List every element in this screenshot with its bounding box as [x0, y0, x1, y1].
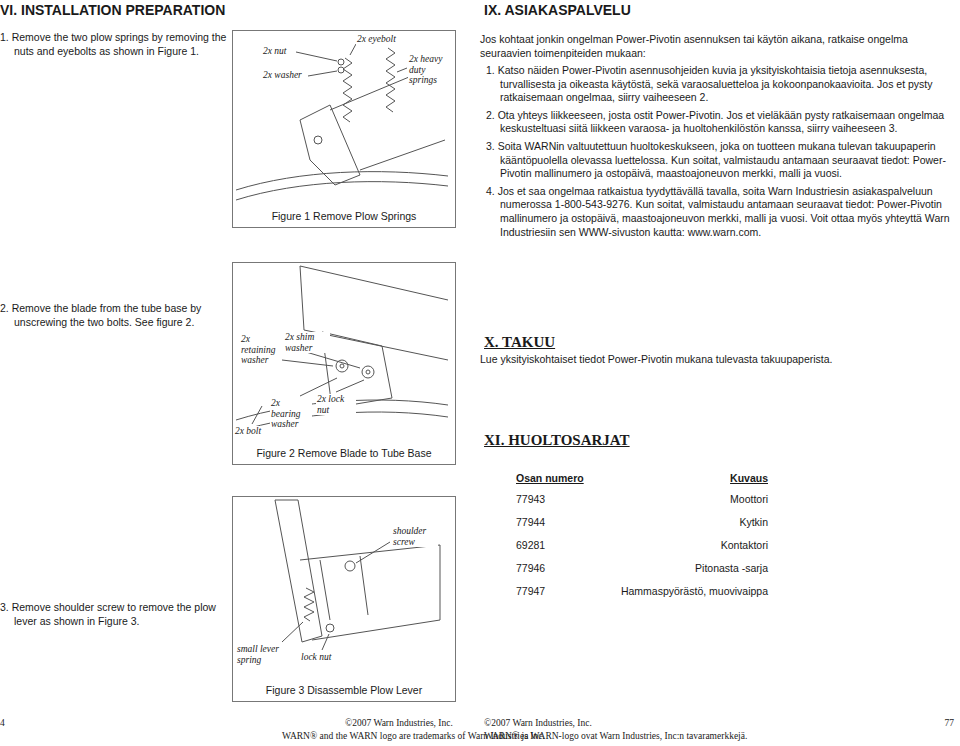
callout-label: small lever spring	[236, 644, 298, 665]
instruction-step: 3. Remove shoulder screw to remove the p…	[0, 601, 228, 628]
figure-caption: Figure 3 Disassemble Plow Lever	[233, 684, 455, 696]
table-header: Osan numero	[516, 472, 636, 484]
table-cell: Moottori	[580, 493, 768, 505]
table-cell: 77943	[516, 493, 596, 505]
section-heading: VI. INSTALLATION PREPARATION	[0, 2, 320, 18]
callout-label: 2x bearing washer	[270, 398, 312, 430]
numbered-item: 3. Soita WARNin valtuutettuun huoltokesk…	[486, 140, 956, 181]
table-cell: 77946	[516, 562, 596, 574]
figure-caption: Figure 1 Remove Plow Springs	[233, 210, 455, 222]
callout-label: 2x nut	[262, 46, 296, 57]
callout-label: 2x eyebolt	[356, 34, 412, 45]
callout-label: lock nut	[300, 652, 340, 663]
callout-label: 2x washer	[262, 70, 308, 81]
table-cell: 77947	[516, 585, 596, 597]
table-cell: Kytkin	[580, 516, 768, 528]
callout-label: 2x bolt	[234, 426, 270, 437]
table-cell: Kontaktori	[580, 539, 768, 551]
body-paragraph: Jos kohtaat jonkin ongelman Power-Pivoti…	[480, 33, 956, 60]
callout-label: 2x shim washer	[284, 332, 330, 353]
section-heading: XI. HUOLTOSARJAT	[484, 432, 784, 449]
instruction-step: 2. Remove the blade from the tube base b…	[0, 302, 228, 329]
callout-label: 2x lock nut	[316, 394, 356, 415]
figure-caption: Figure 2 Remove Blade to Tube Base	[233, 447, 455, 459]
table-cell: 69281	[516, 539, 596, 551]
trademark-note: WARN® ja WARN-logo ovat Warn Industries,…	[484, 731, 884, 741]
page-number: 4	[0, 718, 20, 728]
callout-label: shoulder screw	[392, 526, 438, 547]
copyright-note: ©2007 Warn Industries, Inc.	[484, 718, 684, 728]
table-cell: Hammaspyörästö, muovivaippa	[580, 585, 768, 597]
body-paragraph: Lue yksityiskohtaiset tiedot Power-Pivot…	[480, 353, 956, 367]
numbered-item: 1. Katso näiden Power-Pivotin asennusohj…	[486, 64, 956, 105]
page-number: 77	[920, 718, 954, 728]
table-cell: Pitonasta -sarja	[580, 562, 768, 574]
section-heading: IX. ASIAKASPALVELU	[484, 2, 804, 18]
instruction-step: 1. Remove the two plow springs by removi…	[0, 31, 228, 58]
table-header: Kuvaus	[660, 472, 768, 484]
section-heading: X. TAKUU	[484, 334, 784, 351]
numbered-item: 2. Ota yhteys liikkeeseen, josta ostit P…	[486, 109, 956, 136]
callout-label: 2x retaining washer	[240, 334, 282, 366]
table-cell: 77944	[516, 516, 596, 528]
callout-label: 2x heavy duty springs	[408, 54, 448, 86]
numbered-item: 4. Jos et saa ongelmaa ratkaistua tyydyt…	[486, 185, 956, 239]
